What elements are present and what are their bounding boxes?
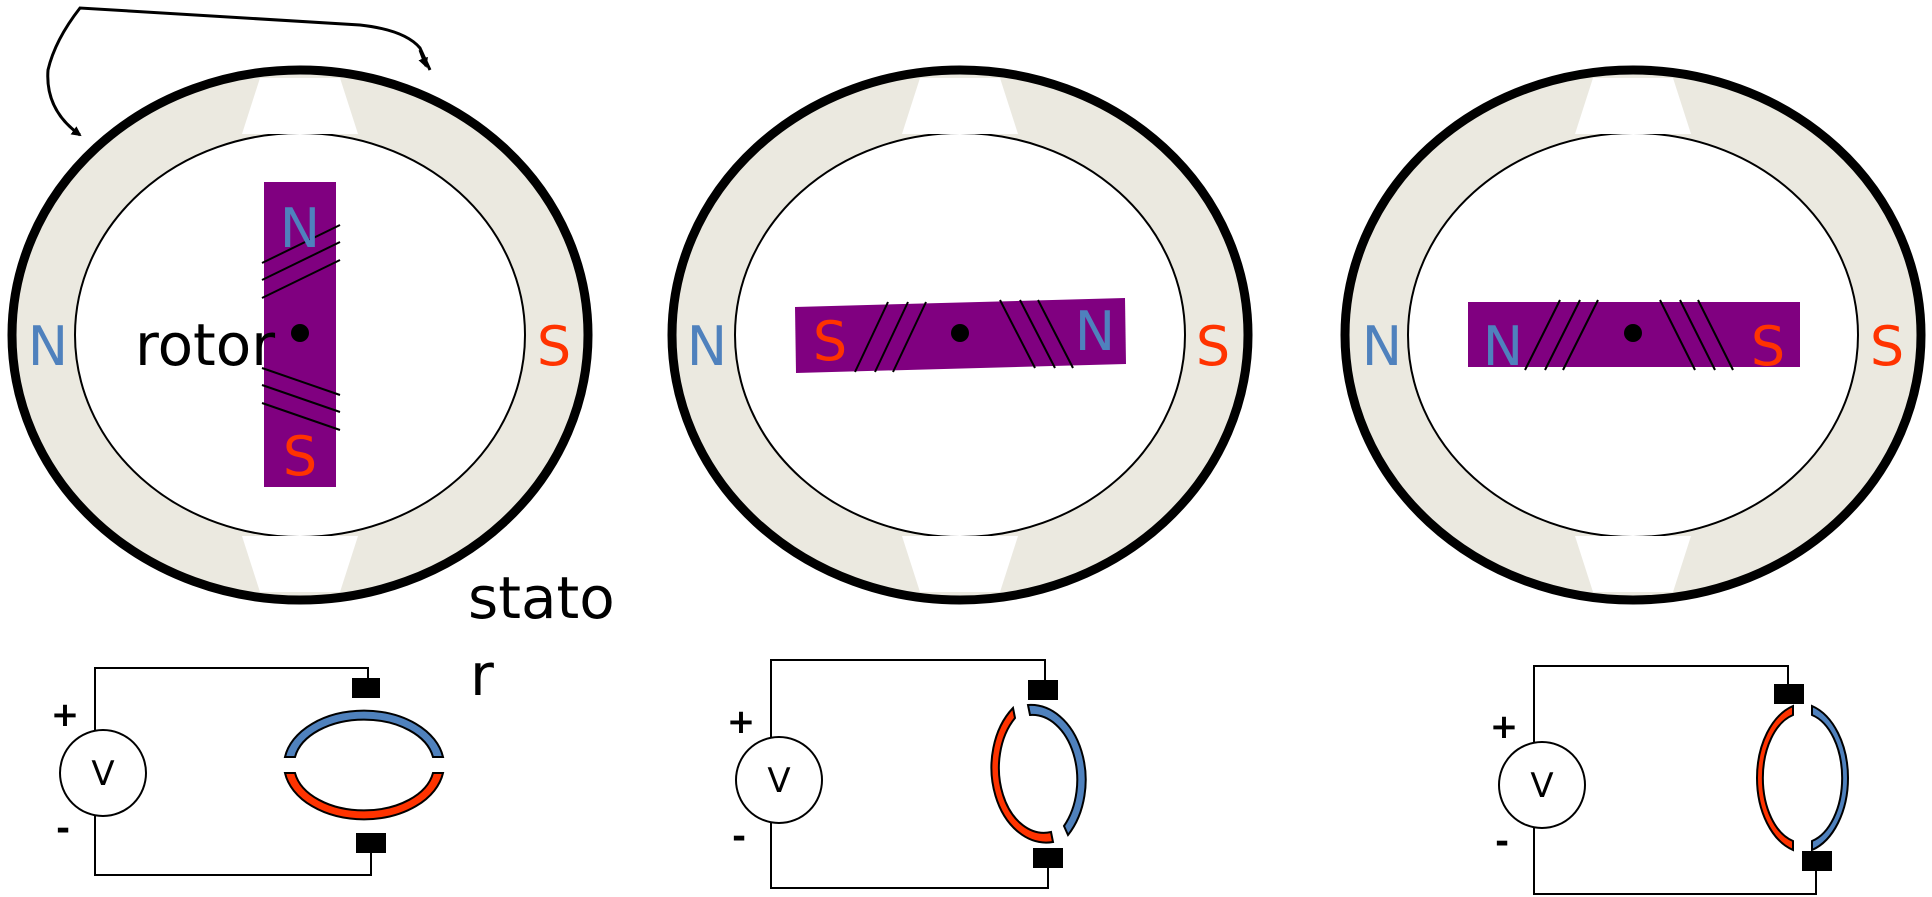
circuit-3: V + -	[1490, 665, 1849, 895]
stator-2-pole-left: N	[687, 315, 727, 378]
brush-icon	[1033, 848, 1063, 868]
rotor-1-pole-a: N	[280, 197, 320, 260]
rotor-2-pole-b: N	[1075, 300, 1115, 363]
rotor-3-axle	[1624, 324, 1642, 342]
brush-icon	[356, 833, 386, 853]
stator-3-pole-left: N	[1362, 315, 1402, 378]
rotor-2-axle	[951, 324, 969, 342]
rotor-3-pole-b: S	[1751, 315, 1785, 378]
brush-icon	[1774, 684, 1804, 704]
commutator-icon	[1811, 704, 1849, 852]
stator-1-pole-left: N	[28, 315, 68, 378]
rotation-arrow-tip-icon	[418, 49, 428, 68]
commutator-icon	[1026, 703, 1087, 837]
motor-2: S N N S	[667, 65, 1253, 605]
voltage-source-icon	[59, 729, 147, 817]
rotor-3-windings	[1524, 299, 1734, 371]
voltage-source-label: V	[1530, 766, 1553, 806]
brush-icon	[1802, 851, 1832, 871]
brush-icon	[1028, 680, 1058, 700]
voltage-source-icon	[735, 736, 823, 824]
stator-2-pole-right: S	[1196, 315, 1230, 378]
circuit-1-wires	[94, 667, 372, 876]
circuit-1: V + -	[51, 667, 445, 876]
rotor-label: rotor	[135, 311, 275, 379]
rotor-3-pole-a: N	[1483, 315, 1523, 378]
rotor-2-windings	[854, 299, 1074, 373]
commutator-icon	[990, 705, 1055, 844]
stator-label-line-1: stato	[468, 564, 615, 632]
circuit-3-wires	[1533, 665, 1817, 895]
rotation-arrow-icon	[46, 6, 432, 137]
circuit-2: V + -	[727, 659, 1087, 889]
motor-1: N S N S rotor stato r	[7, 65, 615, 709]
rotor-1-axle	[291, 324, 309, 342]
positive-terminal-label: +	[51, 695, 80, 735]
positive-terminal-label: +	[1490, 707, 1519, 747]
stator-3-pole-right: S	[1870, 315, 1904, 378]
commutator-icon	[1756, 704, 1794, 852]
circuit-2-wires	[770, 659, 1049, 889]
rotor-1-pole-b: S	[283, 425, 317, 488]
negative-terminal-label: -	[732, 817, 746, 857]
commutator-icon	[283, 709, 445, 758]
stator-1-pole-right: S	[537, 315, 571, 378]
commutator-icon	[283, 772, 445, 821]
brush-icon	[352, 678, 380, 698]
rotor-2-pole-a: S	[813, 310, 847, 373]
motor-3: N S N S	[1340, 65, 1926, 605]
negative-terminal-label: -	[1495, 822, 1509, 862]
rotor-1-windings	[261, 224, 341, 431]
voltage-source-icon	[1498, 741, 1586, 829]
positive-terminal-label: +	[727, 702, 756, 742]
negative-terminal-label: -	[56, 809, 70, 849]
voltage-source-label: V	[91, 754, 114, 794]
stator-label-line-2: r	[470, 641, 494, 709]
voltage-source-label: V	[767, 761, 790, 801]
